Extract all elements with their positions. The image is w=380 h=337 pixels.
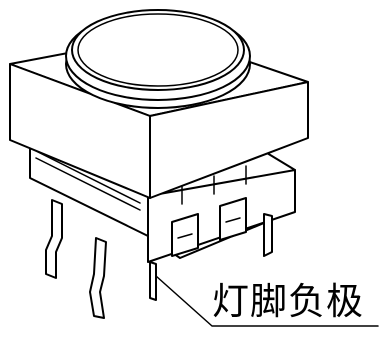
callout-label: 灯脚负极 xyxy=(212,280,364,323)
switch-base xyxy=(29,139,296,263)
round-button xyxy=(65,9,251,109)
switch-legs xyxy=(45,199,273,319)
callout-leader xyxy=(155,275,379,327)
